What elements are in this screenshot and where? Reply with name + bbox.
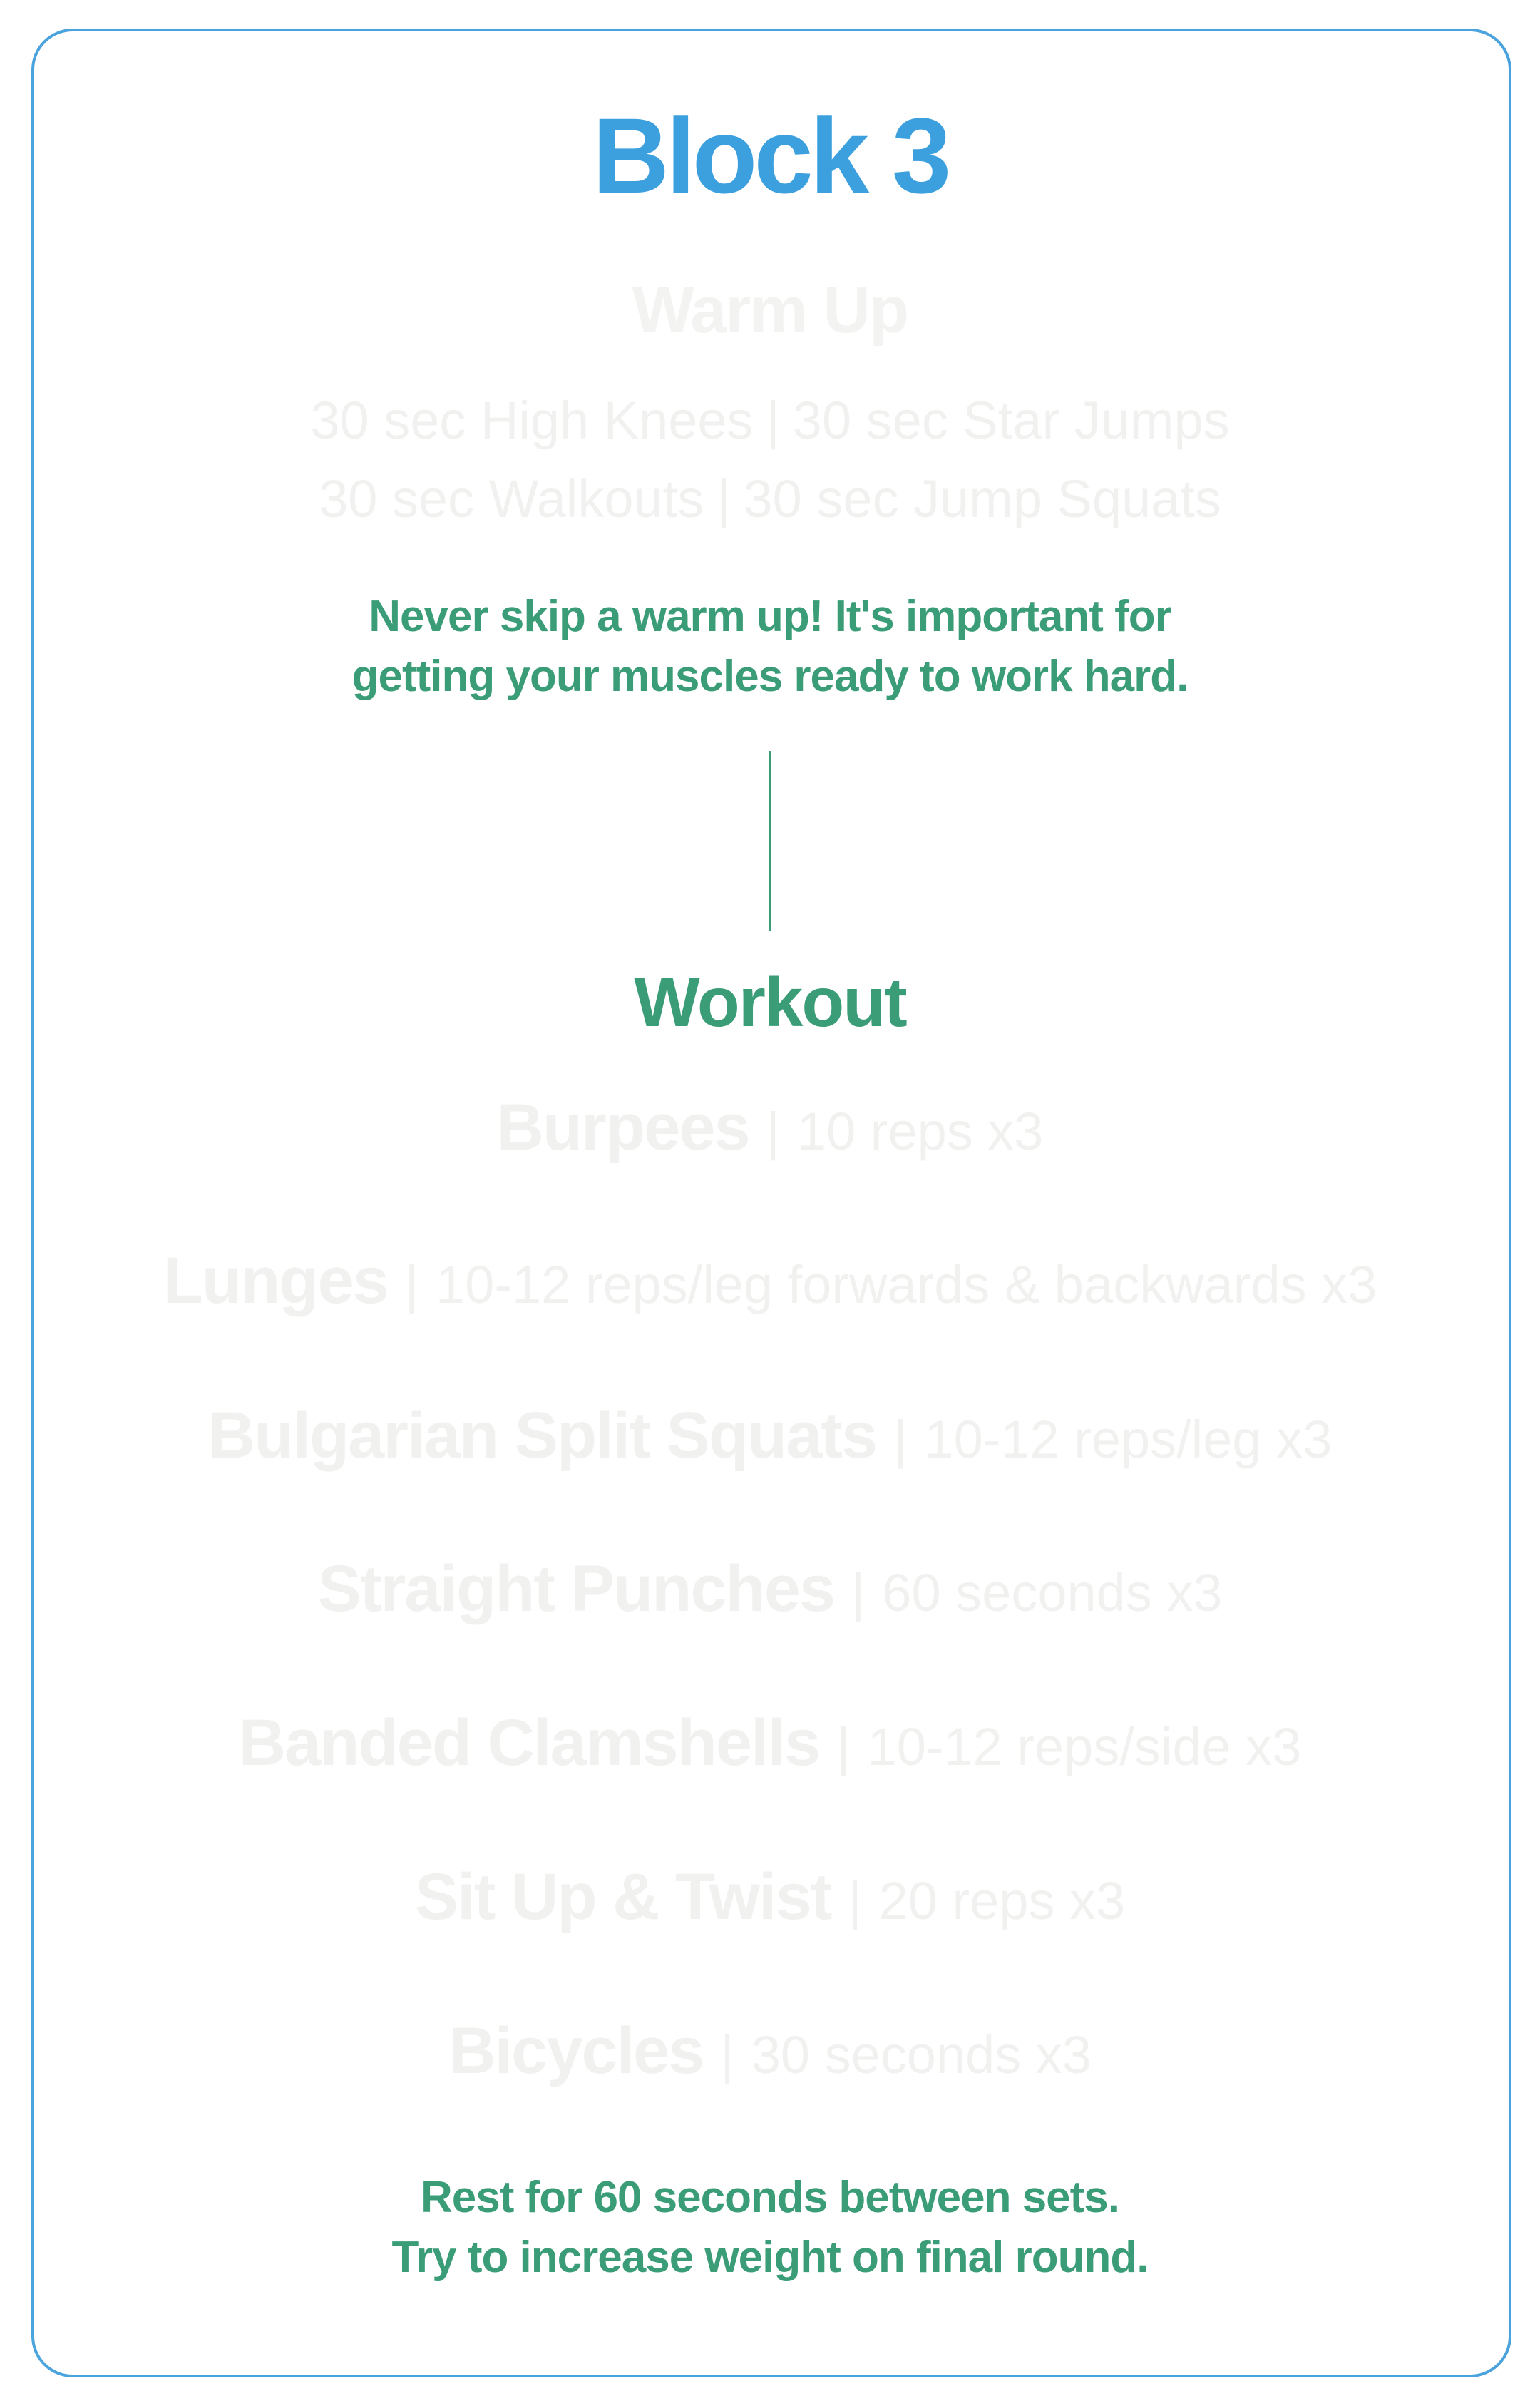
warmup-heading: Warm Up <box>632 274 909 347</box>
warmup-item: 30 sec Walkouts <box>319 469 704 528</box>
exercise-separator: | <box>720 2025 734 2084</box>
exercise-detail: 10-12 reps/side x3 <box>867 1717 1302 1776</box>
warmup-item: 30 sec High Knees <box>310 391 754 450</box>
warmup-note-line-1: Never skip a warm up! It's important for <box>369 592 1171 641</box>
warmup-note-line-2: getting your muscles ready to work hard. <box>351 652 1189 701</box>
exercise-row: Burpees | 10 reps x3 <box>0 1088 1540 1186</box>
exercise-row: Sit Up & Twist | 20 reps x3 <box>0 1858 1540 1955</box>
exercise-row: Bulgarian Split Squats | 10-12 reps/leg x3 <box>0 1396 1540 1494</box>
exercise-detail: 10 reps x3 <box>796 1102 1044 1161</box>
exercise-name: Bicycles <box>448 2015 704 2087</box>
exercise-row: Banded Clamshells | 10-12 reps/side x3 <box>0 1704 1540 1801</box>
warmup-separator: | <box>766 391 780 450</box>
exercise-name: Burpees <box>496 1091 751 1164</box>
workout-heading: Workout <box>634 963 908 1041</box>
exercise-detail: 20 reps x3 <box>878 1871 1126 1930</box>
exercise-detail: 60 seconds x3 <box>882 1563 1223 1622</box>
section-divider <box>769 751 771 931</box>
exercise-name: Lunges <box>163 1244 389 1317</box>
exercise-separator: | <box>848 1871 862 1930</box>
exercise-name: Sit Up & Twist <box>414 1860 833 1933</box>
exercise-row: Lunges | 10-12 reps/leg forwards & backwar… <box>0 1242 1540 1339</box>
exercise-separator: | <box>851 1563 866 1622</box>
warmup-line-2: 30 sec Walkouts|30 sec Jump Squats <box>0 467 1540 531</box>
exercise-row: Straight Punches | 60 seconds x3 <box>0 1550 1540 1647</box>
rest-note-line-2: Try to increase weight on final round. <box>391 2233 1149 2282</box>
exercise-separator: | <box>404 1255 419 1314</box>
workout-card <box>31 29 1511 2377</box>
exercise-separator: | <box>836 1717 851 1776</box>
warmup-item: 30 sec Star Jumps <box>792 391 1230 450</box>
exercise-name: Bulgarian Split Squats <box>207 1399 878 1472</box>
exercise-separator: | <box>893 1410 908 1469</box>
page-title: Block 3 <box>592 96 952 215</box>
exercise-name: Straight Punches <box>317 1552 836 1625</box>
warmup-separator: | <box>717 469 731 528</box>
exercise-detail: 10-12 reps/leg x3 <box>924 1410 1333 1469</box>
exercise-name: Banded Clamshells <box>238 1706 821 1779</box>
warmup-line-1: 30 sec High Knees|30 sec Star Jumps <box>0 389 1540 453</box>
exercise-row: Bicycles | 30 seconds x3 <box>0 2012 1540 2109</box>
rest-note-line-1: Rest for 60 seconds between sets. <box>420 2173 1120 2222</box>
exercise-detail: 30 seconds x3 <box>751 2025 1092 2084</box>
warmup-item: 30 sec Jump Squats <box>743 469 1221 528</box>
exercise-separator: | <box>766 1102 780 1161</box>
exercise-detail: 10-12 reps/leg forwards & backwards x3 <box>436 1255 1377 1314</box>
